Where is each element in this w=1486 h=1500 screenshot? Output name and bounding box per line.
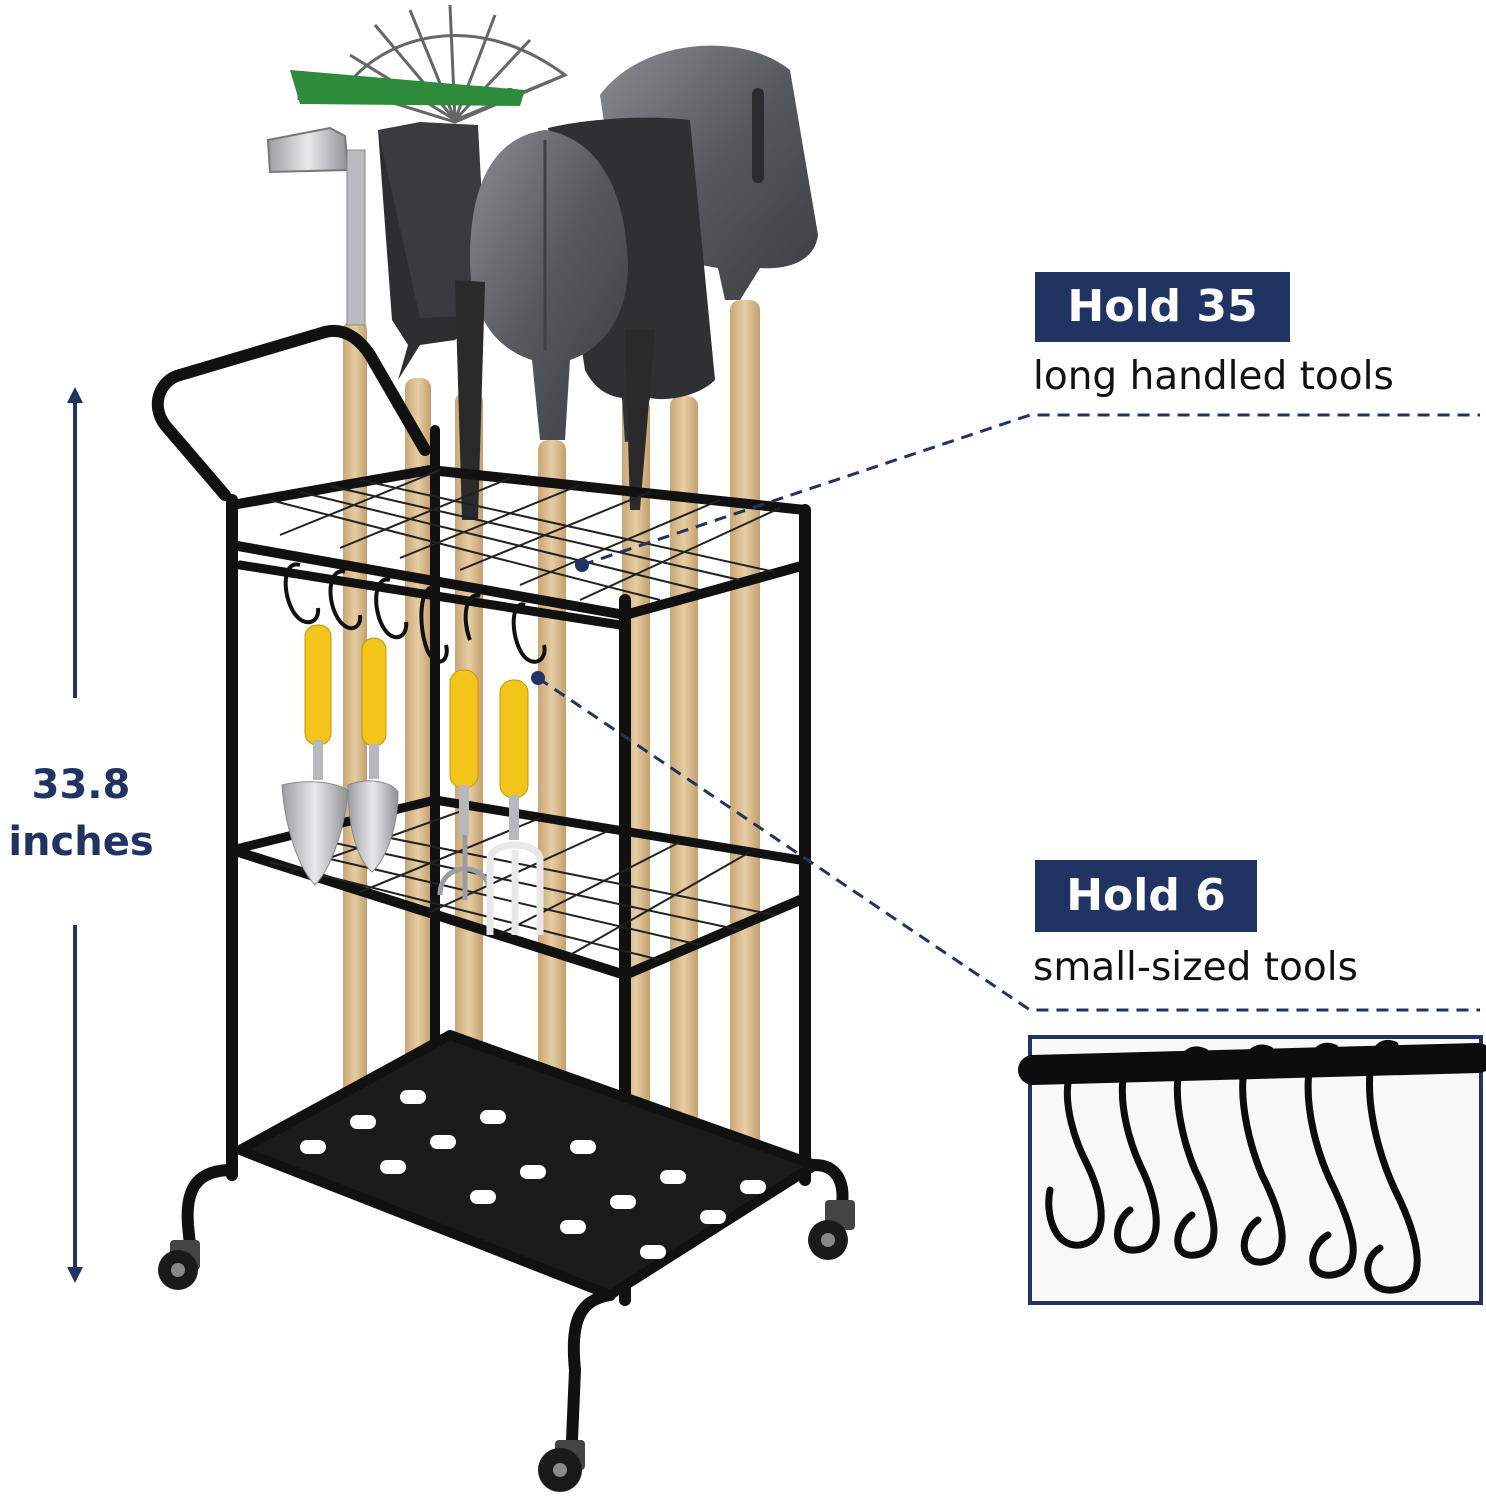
- small-tools-caption: small-sized tools: [1033, 945, 1358, 990]
- rack-hooks: [283, 562, 547, 664]
- callout-dots: [531, 558, 589, 685]
- rake-heads: [290, 4, 569, 124]
- hand-tools: [281, 624, 544, 935]
- hoe-head: [266, 126, 366, 326]
- long-tools-caption: long handled tools: [1033, 354, 1394, 399]
- long-tools-capacity-badge: Hold 35: [1035, 272, 1290, 342]
- top-shelf-grid: [269, 469, 781, 601]
- height-value: 33.8: [31, 762, 131, 808]
- caster-wheels: [158, 1200, 855, 1492]
- hooks-detail-inset: [1018, 1035, 1486, 1305]
- bottom-tray-holes: [300, 1090, 766, 1259]
- shovel-heads: [378, 45, 818, 520]
- height-unit: inches: [8, 819, 154, 865]
- small-tools-capacity-badge: Hold 6: [1035, 860, 1257, 932]
